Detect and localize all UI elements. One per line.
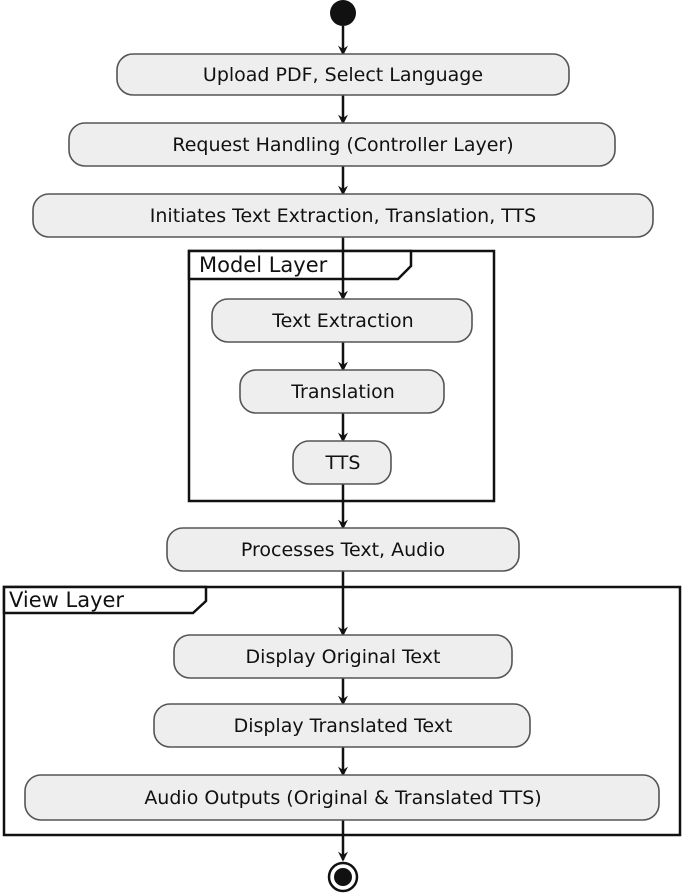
view-layer-group: View Layer — [2, 585, 682, 837]
action-tts: TTS — [292, 440, 392, 485]
model-layer-group: Model Layer — [187, 249, 496, 503]
start-node — [330, 0, 356, 26]
action-audio-outputs-label: Audio Outputs (Original & Translated TTS… — [144, 787, 541, 809]
action-processes: Processes Text, Audio — [166, 527, 520, 572]
action-display-original-label: Display Original Text — [246, 646, 441, 668]
action-initiates-label: Initiates Text Extraction, Translation, … — [150, 205, 536, 227]
action-translation: Translation — [239, 369, 445, 414]
end-node — [327, 861, 359, 893]
action-processes-label: Processes Text, Audio — [241, 539, 445, 561]
action-text-extraction: Text Extraction — [211, 298, 473, 343]
action-upload: Upload PDF, Select Language — [116, 53, 570, 96]
action-request-handling-label: Request Handling (Controller Layer) — [172, 134, 513, 156]
action-display-original: Display Original Text — [173, 634, 513, 679]
action-upload-label: Upload PDF, Select Language — [203, 64, 483, 86]
action-display-translated: Display Translated Text — [153, 703, 531, 748]
action-display-translated-label: Display Translated Text — [234, 715, 453, 737]
action-audio-outputs: Audio Outputs (Original & Translated TTS… — [24, 774, 660, 821]
action-request-handling: Request Handling (Controller Layer) — [68, 122, 616, 167]
action-initiates: Initiates Text Extraction, Translation, … — [32, 193, 654, 238]
action-text-extraction-label: Text Extraction — [271, 310, 413, 332]
view-layer-label: View Layer — [9, 588, 124, 612]
action-translation-label: Translation — [290, 381, 395, 403]
action-tts-label: TTS — [325, 452, 361, 474]
model-layer-label: Model Layer — [199, 253, 328, 277]
